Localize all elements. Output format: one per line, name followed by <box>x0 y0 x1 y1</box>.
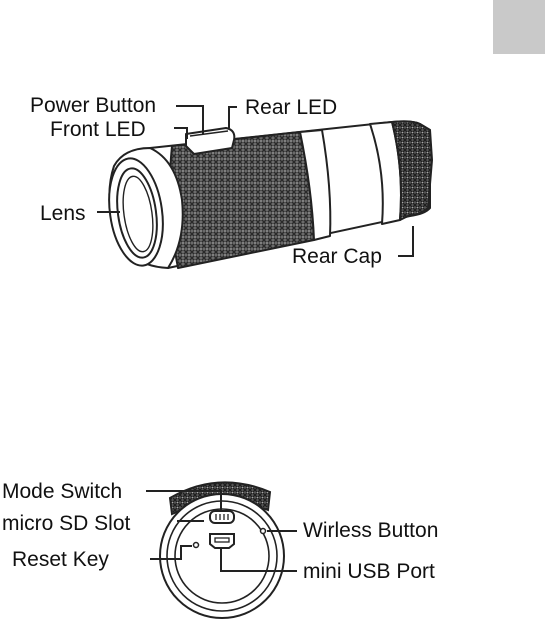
leader-power-button <box>176 105 204 134</box>
bottom-leader-lines <box>146 490 297 572</box>
lens-glass <box>122 175 154 253</box>
top-leader-lines <box>97 105 414 257</box>
label-rear-cap: Rear Cap <box>292 245 382 268</box>
leader-reset-key <box>150 545 192 560</box>
leader-rear-cap <box>398 226 414 257</box>
leader-front-led <box>174 127 188 139</box>
label-micro-sd-slot: micro SD Slot <box>2 512 131 535</box>
camera-body <box>108 120 433 269</box>
label-reset-key: Reset Key <box>12 548 109 571</box>
label-front-led: Front LED <box>50 118 146 141</box>
leader-rear-led <box>228 106 237 128</box>
label-rear-led: Rear LED <box>245 96 338 119</box>
rear-cap-knurl <box>391 120 433 221</box>
mode-switch-shape <box>209 510 235 524</box>
label-wirless-button: Wirless Button <box>303 519 439 542</box>
leader-mode-switch <box>146 490 222 511</box>
leader-mini-usb-port <box>220 548 297 572</box>
label-power-button: Power Button <box>30 94 157 117</box>
reset-key-hole <box>192 541 200 549</box>
page-tab-marker <box>493 0 545 54</box>
body-collar <box>299 129 332 241</box>
label-lens: Lens <box>40 202 86 225</box>
label-mode-switch: Mode Switch <box>2 480 123 503</box>
wireless-button-hole <box>259 527 267 535</box>
label-mini-usb-port: mini USB Port <box>303 560 435 583</box>
